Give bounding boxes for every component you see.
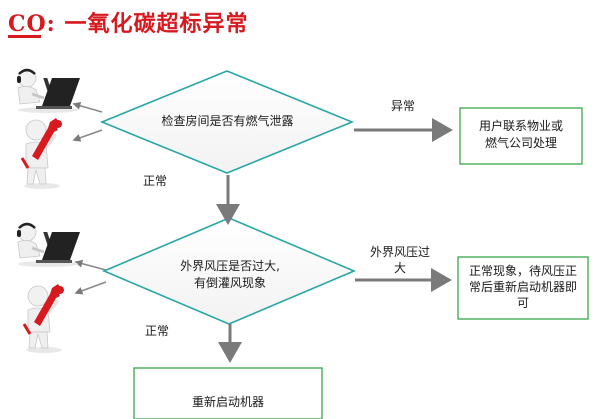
result-box-2-line3: 可 xyxy=(516,296,529,310)
pointer-d2-to-person3 xyxy=(74,259,107,271)
person-wrench-icon xyxy=(20,118,62,189)
person-wrench-icon xyxy=(22,284,64,353)
result-box-3 xyxy=(133,367,323,419)
result-box-1-text: 用户联系物业或 燃气公司处理 xyxy=(460,118,582,152)
pointer-d1-to-person2 xyxy=(72,129,103,142)
decision-2-text: 外界风压是否过大, 有倒灌风现象 xyxy=(140,258,320,292)
person-laptop-icon xyxy=(17,68,80,113)
result-box-2-line2: 常后重新启动机器即 xyxy=(468,280,577,294)
decision-2-line1: 外界风压是否过大, xyxy=(180,259,280,273)
decision-1-text: 检查房间是否有燃气泄露 xyxy=(161,114,294,128)
result-box-1-line2: 燃气公司处理 xyxy=(484,136,557,150)
result-box-2-text: 正常现象，待风压正 常后重新启动机器即 可 xyxy=(458,263,588,311)
result-box-2-line1: 正常现象，待风压正 xyxy=(468,264,577,278)
result-box-1 xyxy=(459,107,583,165)
result-box-3-text: 重新启动机器 xyxy=(191,395,264,409)
label-wind-line2: 大 xyxy=(394,261,407,275)
decision-diamond-1 xyxy=(99,70,355,174)
pointer-d2-to-person4 xyxy=(74,281,107,295)
person-laptop-icon xyxy=(17,222,80,267)
result-box-1-line1: 用户联系物业或 xyxy=(478,119,563,133)
label-wind-pressure: 外界风压过 大 xyxy=(370,244,430,276)
label-normal-1: 正常 xyxy=(143,174,168,188)
page-title: CO: 一氧化碳超标异常 xyxy=(8,11,249,37)
result-box-2 xyxy=(457,256,589,320)
pointer-d1-to-person1 xyxy=(72,101,103,113)
label-normal-2: 正常 xyxy=(145,324,170,338)
label-wind-line1: 外界风压过 xyxy=(370,245,431,259)
decision-diamond-2 xyxy=(101,217,357,325)
label-abnormal: 异常 xyxy=(391,99,416,113)
title-underline xyxy=(8,35,41,38)
decision-2-line2: 有倒灌风现象 xyxy=(193,276,266,290)
